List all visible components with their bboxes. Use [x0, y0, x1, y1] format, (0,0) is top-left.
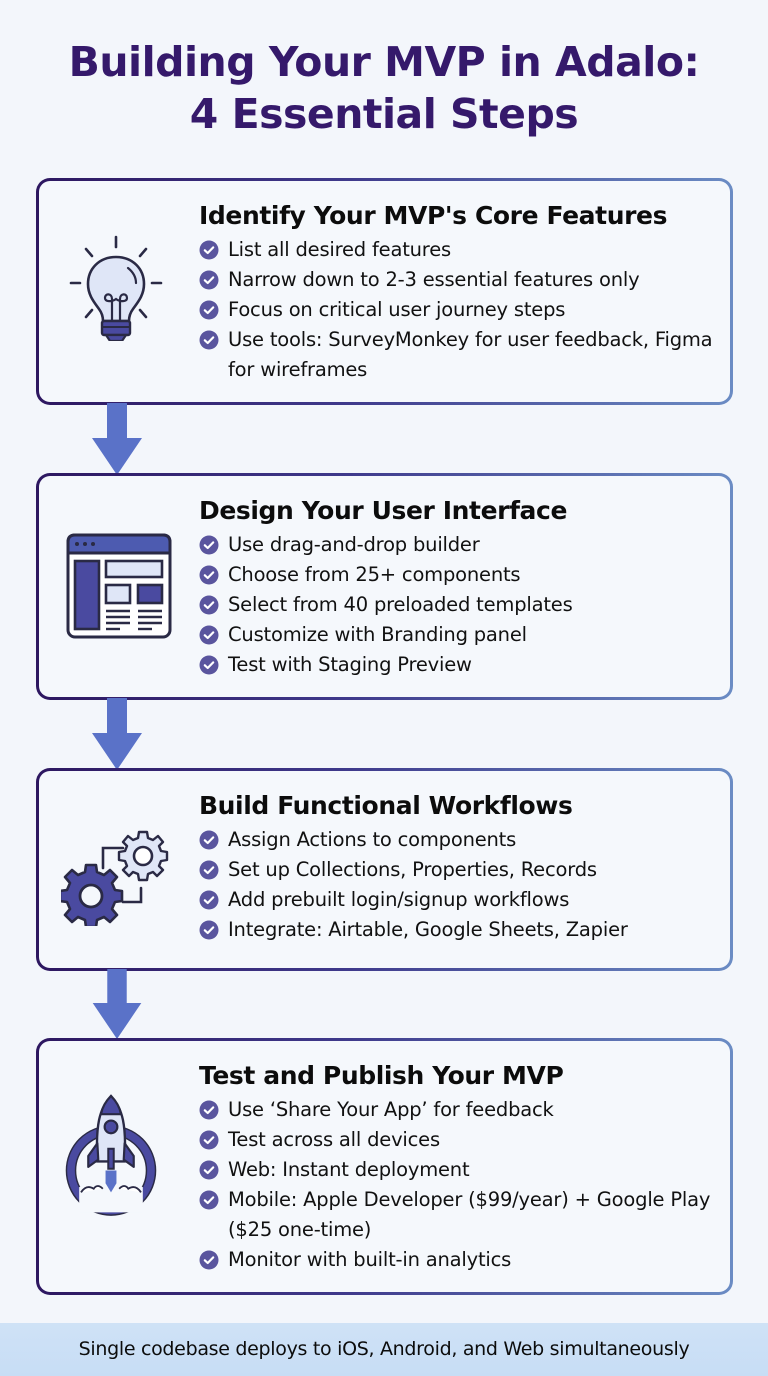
check-circle-icon [199, 535, 219, 555]
step-card-2: Design Your User Interface Use drag-and-… [36, 473, 733, 700]
bullet-item: Choose from 25+ components [199, 560, 716, 590]
check-circle-icon [199, 595, 219, 615]
bullet-item: Use drag-and-drop builder [199, 530, 716, 560]
browser-layout-icon [66, 533, 172, 639]
check-circle-icon [199, 1190, 219, 1210]
step-card-4: Test and Publish Your MVP Use ‘Share You… [36, 1038, 733, 1295]
check-circle-icon [199, 300, 219, 320]
check-circle-icon [199, 1160, 219, 1180]
step-4-bullets: Use ‘Share Your App’ for feedback Test a… [199, 1095, 716, 1275]
bullet-item: Web: Instant deployment [199, 1155, 716, 1185]
step-3-title: Build Functional Workflows [199, 791, 573, 820]
bullet-item: Test across all devices [199, 1125, 716, 1155]
bullet-item: Test with Staging Preview [199, 650, 716, 680]
check-circle-icon [199, 655, 219, 675]
bullet-item: Select from 40 preloaded templates [199, 590, 716, 620]
check-circle-icon [199, 1130, 219, 1150]
check-circle-icon [199, 1100, 219, 1120]
bullet-item: Narrow down to 2-3 essential features on… [199, 265, 716, 295]
bullet-item: Use tools: SurveyMonkey for user feedbac… [199, 325, 716, 385]
footer-banner: Single codebase deploys to iOS, Android,… [0, 1323, 768, 1376]
bullet-item: Focus on critical user journey steps [199, 295, 716, 325]
step-card-1: Identify Your MVP's Core Features List a… [36, 178, 733, 405]
rocket-icon [65, 1094, 157, 1216]
check-circle-icon [199, 240, 219, 260]
step-1-bullets: List all desired features Narrow down to… [199, 235, 716, 385]
check-circle-icon [199, 625, 219, 645]
down-arrow-icon [92, 403, 142, 475]
bullet-item: Mobile: Apple Developer ($99/year) + Goo… [199, 1185, 716, 1245]
bullet-item: Assign Actions to components [199, 825, 716, 855]
step-4-title: Test and Publish Your MVP [199, 1061, 564, 1090]
bullet-item: Add prebuilt login/signup workflows [199, 885, 716, 915]
bullet-item: Monitor with built-in analytics [199, 1245, 716, 1275]
down-arrow-icon [92, 698, 142, 770]
page-title-line-1: Building Your MVP in Adalo: [68, 38, 700, 86]
step-3-bullets: Assign Actions to components Set up Coll… [199, 825, 716, 945]
check-circle-icon [199, 860, 219, 880]
step-1-title: Identify Your MVP's Core Features [199, 201, 668, 230]
bullet-item: Set up Collections, Properties, Records [199, 855, 716, 885]
check-circle-icon [199, 890, 219, 910]
bullet-item: Customize with Branding panel [199, 620, 716, 650]
step-2-bullets: Use drag-and-drop builder Choose from 25… [199, 530, 716, 680]
check-circle-icon [199, 920, 219, 940]
step-2-title: Design Your User Interface [199, 496, 567, 525]
check-circle-icon [199, 330, 219, 350]
bullet-item: Integrate: Airtable, Google Sheets, Zapi… [199, 915, 716, 945]
gears-icon [61, 830, 169, 926]
check-circle-icon [199, 270, 219, 290]
page-title-line-2: 4 Essential Steps [189, 90, 579, 138]
bullet-item: Use ‘Share Your App’ for feedback [199, 1095, 716, 1125]
page-title: Building Your MVP in Adalo: 4 Essential … [0, 36, 768, 140]
bullet-item: List all desired features [199, 235, 716, 265]
down-arrow-icon [92, 969, 142, 1039]
lightbulb-icon [69, 235, 163, 341]
check-circle-icon [199, 830, 219, 850]
check-circle-icon [199, 565, 219, 585]
check-circle-icon [199, 1250, 219, 1270]
step-card-3: Build Functional Workflows Assign Action… [36, 768, 733, 971]
